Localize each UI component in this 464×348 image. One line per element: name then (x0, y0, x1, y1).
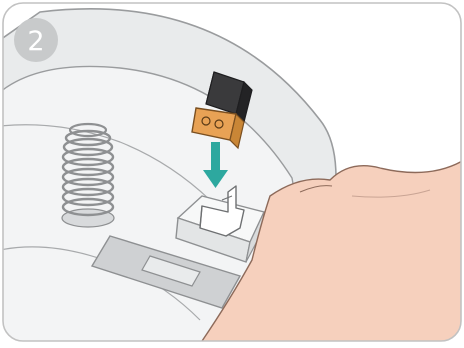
step-badge: 2 (14, 18, 58, 62)
battery-terminal-right (215, 120, 223, 128)
step-number: 2 (27, 26, 44, 57)
battery-terminal-left (202, 117, 210, 125)
